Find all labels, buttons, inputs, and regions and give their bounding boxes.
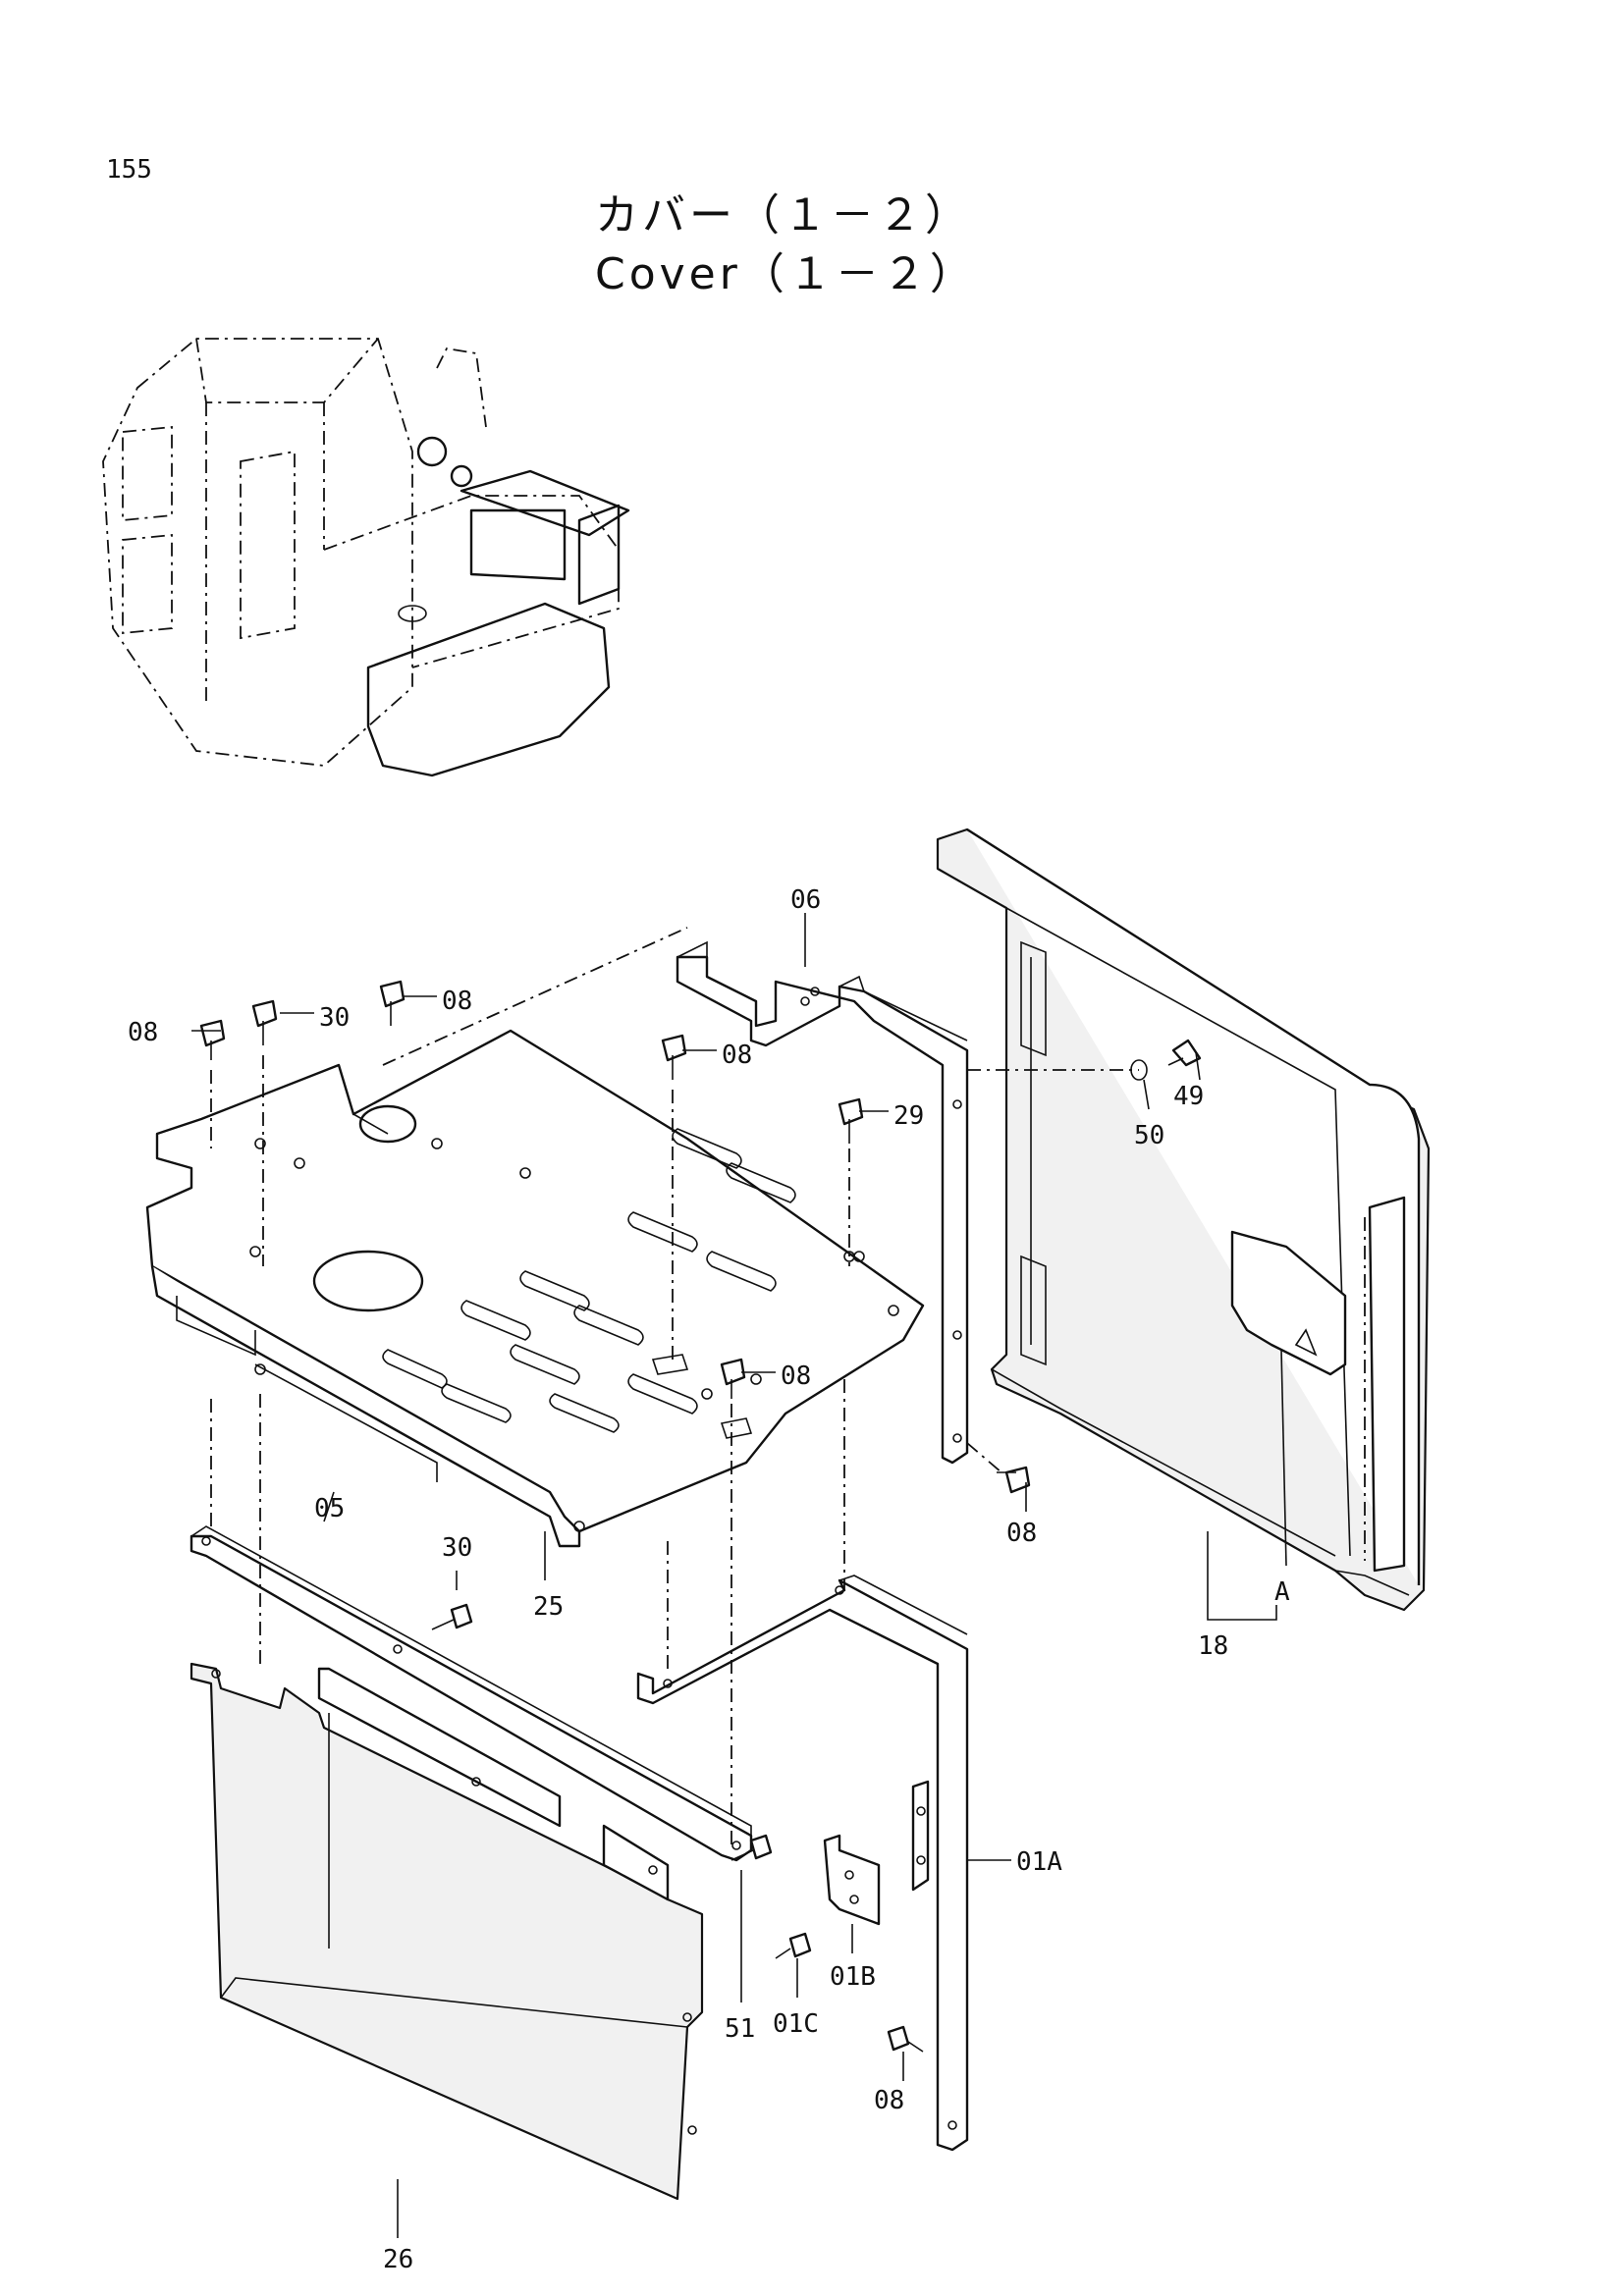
callout-26: 26	[383, 2245, 413, 2274]
callout-30-a: 30	[319, 1003, 350, 1033]
callout-08-e: 08	[1006, 1519, 1037, 1548]
hinge-01a	[911, 1780, 930, 1892]
title-japanese: カバー（１－２）	[595, 190, 972, 240]
callout-08-f: 08	[874, 2086, 904, 2115]
callout-01c: 01C	[773, 2009, 819, 2039]
callout-08-a: 08	[128, 1018, 158, 1047]
hinge-01b	[823, 1834, 881, 1926]
callout-08-d: 08	[781, 1362, 811, 1391]
callout-51: 51	[725, 2014, 755, 2044]
callout-01b: 01B	[830, 1962, 876, 1992]
callout-50: 50	[1134, 1121, 1164, 1150]
callout-labels: 06 08 30 08 08 49 50 29 08 08 A 18 05 30…	[128, 885, 1290, 2274]
callout-08-c: 08	[722, 1041, 752, 1070]
callout-29: 29	[893, 1101, 924, 1131]
callout-18: 18	[1198, 1631, 1228, 1661]
callout-01a: 01A	[1016, 1847, 1062, 1877]
leader-lines	[191, 913, 1287, 2238]
bracket-06	[382, 927, 969, 1465]
door-panel-18	[936, 828, 1431, 1612]
callout-08-b: 08	[442, 987, 472, 1016]
callout-49: 49	[1173, 1082, 1204, 1111]
bolts	[199, 980, 1202, 2053]
callout-05: 05	[314, 1494, 345, 1523]
callout-30-b: 30	[442, 1533, 472, 1563]
cover-plate-26	[189, 1662, 704, 2201]
callout-a: A	[1274, 1577, 1290, 1607]
centerlines	[210, 1055, 1139, 1845]
page-number: 155	[106, 155, 152, 185]
callout-06: 06	[790, 885, 821, 915]
title-english: Cover（１－２）	[595, 249, 977, 299]
page-title: カバー（１－２） Cover（１－２）	[595, 187, 977, 304]
bar-05	[189, 1525, 753, 1862]
floor-plate-25	[145, 1029, 925, 1548]
callout-25: 25	[533, 1592, 564, 1622]
machine-overview	[102, 338, 630, 777]
